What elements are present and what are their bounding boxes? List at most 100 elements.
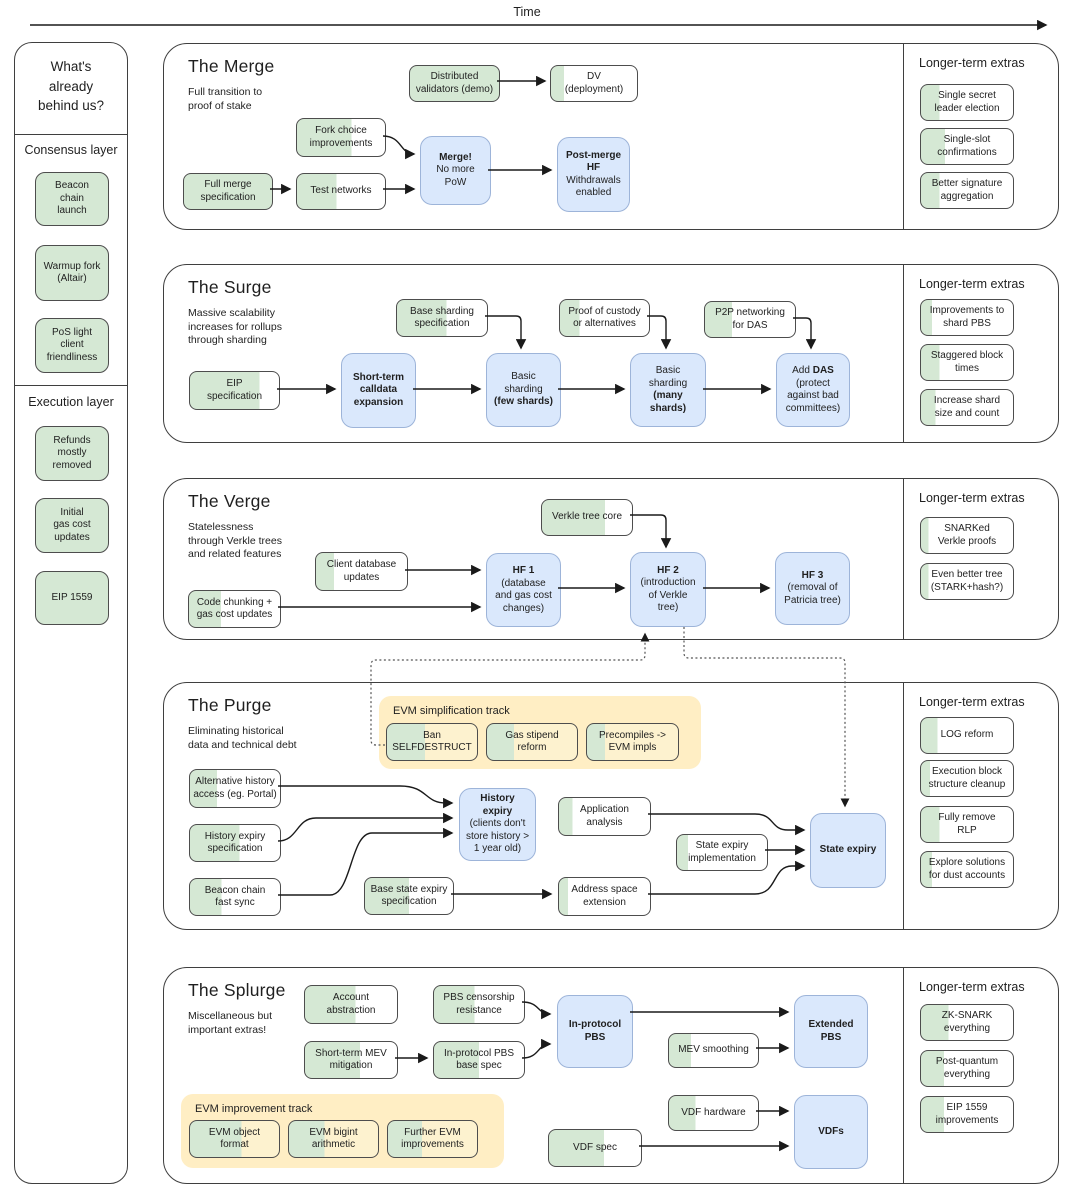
sidebar-title: What's already behind us? — [37, 59, 105, 114]
node-code-chunking-gas-cost: Code chunking + gas cost updates — [188, 590, 281, 628]
extra-snarked-verkle-proofs: SNARKed Verkle proofs — [920, 517, 1014, 554]
node-hf2: HF 2 (introduction of Verkle tree) — [630, 552, 706, 627]
extra-increase-shard-size-count: Increase shard size and count — [920, 389, 1014, 426]
node-refunds-mostly-removed: Refunds mostly removed — [35, 426, 109, 481]
node-evm-bigint-arithmetic: EVM bigint arithmetic — [288, 1120, 379, 1158]
node-address-space-extension: Address space extension — [558, 877, 651, 916]
extras-title: Longer-term extras — [919, 491, 1025, 505]
extra-zk-snark-everything: ZK-SNARK everything — [920, 1004, 1014, 1041]
node-precompiles-to-evm-impls: Precompiles -> EVM impls — [586, 723, 679, 761]
extras-title: Longer-term extras — [919, 980, 1025, 994]
node-add-das: Add DAS (protect against bad committees) — [776, 353, 850, 427]
section-title: The Splurge — [188, 980, 286, 1000]
extra-eip-1559-improvements: EIP 1559 improvements — [920, 1096, 1014, 1133]
node-beacon-chain-fast-sync: Beacon chain fast sync — [189, 878, 281, 916]
node-fork-choice-improvements: Fork choice improvements — [296, 118, 386, 157]
node-proof-of-custody: Proof of custody or alternatives — [559, 299, 650, 337]
extra-post-quantum-everything: Post-quantum everything — [920, 1050, 1014, 1087]
node-vdf-hardware: VDF hardware — [668, 1095, 759, 1131]
node-pbs-censorship-resistance: PBS censorship resistance — [433, 985, 525, 1024]
node-history-expiry: History expiry (clients don't store hist… — [459, 788, 536, 861]
node-hf1: HF 1 (database and gas cost changes) — [486, 553, 561, 627]
node-client-database-updates: Client database updates — [315, 552, 408, 591]
node-basic-sharding-many-shards: Basic sharding (many shards) — [630, 353, 706, 427]
divider — [15, 385, 127, 386]
extra-staggered-block-times: Staggered block times — [920, 344, 1014, 381]
node-application-analysis: Application analysis — [558, 797, 651, 836]
section-subtitle: Statelessness through Verkle trees and r… — [188, 521, 282, 561]
node-dv-deployment: DV (deployment) — [550, 65, 638, 102]
section-subtitle: Full transition to proof of stake — [188, 86, 263, 112]
execution-layer-label: Execution layer — [28, 395, 114, 409]
longer-term-extras: Longer-term extras ZK-SNARK everything P… — [903, 968, 1058, 1183]
node-merge-milestone: Merge! No more PoW — [420, 136, 491, 205]
node-vdf-spec: VDF spec — [548, 1129, 642, 1167]
section-the-surge: The Surge Massive scalability increases … — [163, 264, 1059, 443]
section-the-splurge: The Splurge Miscellaneous but important … — [163, 967, 1059, 1184]
extras-title: Longer-term extras — [919, 56, 1025, 70]
node-eip-specification: EIP specification — [189, 371, 280, 410]
node-test-networks: Test networks — [296, 173, 386, 210]
node-in-protocol-pbs-base-spec: In-protocol PBS base spec — [433, 1041, 525, 1079]
node-distributed-validators-demo: Distributed validators (demo) — [409, 65, 500, 102]
node-alternative-history-access: Alternative history access (eg. Portal) — [189, 769, 281, 808]
node-warmup-fork-altair: Warmup fork (Altair) — [35, 245, 109, 301]
node-mev-smoothing: MEV smoothing — [668, 1033, 759, 1068]
section-title: The Surge — [188, 277, 272, 297]
divider — [15, 134, 127, 135]
section-subtitle: Miscellaneous but important extras! — [188, 1010, 273, 1036]
node-verkle-tree-core: Verkle tree core — [541, 499, 633, 536]
node-further-evm-improvements: Further EVM improvements — [387, 1120, 478, 1158]
node-base-state-expiry-specification: Base state expiry specification — [364, 877, 454, 915]
longer-term-extras: Longer-term extras Improvements to shard… — [903, 265, 1058, 442]
section-title: The Merge — [188, 56, 275, 76]
extra-single-secret-leader-election: Single secret leader election — [920, 84, 1014, 121]
section-subtitle: Eliminating historical data and technica… — [188, 725, 297, 751]
node-p2p-networking-for-das: P2P networking for DAS — [704, 301, 796, 338]
node-short-term-mev-mitigation: Short-term MEV mitigation — [304, 1041, 398, 1079]
section-title: The Purge — [188, 695, 272, 715]
extra-even-better-tree: Even better tree (STARK+hash?) — [920, 563, 1014, 600]
node-gas-stipend-reform: Gas stipend reform — [486, 723, 578, 761]
longer-term-extras: Longer-term extras SNARKed Verkle proofs… — [903, 479, 1058, 639]
node-vdfs: VDFs — [794, 1095, 868, 1169]
node-eip-1559: EIP 1559 — [35, 571, 109, 625]
longer-term-extras: Longer-term extras LOG reform Execution … — [903, 683, 1058, 929]
node-short-term-calldata-expansion: Short-term calldata expansion — [341, 353, 416, 428]
node-in-protocol-pbs: In-protocol PBS — [557, 995, 633, 1068]
extra-execution-block-structure-cleanup: Execution block structure cleanup — [920, 760, 1014, 797]
node-history-expiry-specification: History expiry specification — [189, 824, 281, 862]
extras-title: Longer-term extras — [919, 695, 1025, 709]
longer-term-extras: Longer-term extras Single secret leader … — [903, 44, 1058, 229]
node-extended-pbs: Extended PBS — [794, 995, 868, 1068]
node-hf3: HF 3 (removal of Patricia tree) — [775, 552, 850, 625]
node-beacon-chain-launch: Beacon chain launch — [35, 172, 109, 226]
node-initial-gas-cost-updates: Initial gas cost updates — [35, 498, 109, 553]
consensus-layer-label: Consensus layer — [24, 143, 118, 157]
node-ban-selfdestruct: Ban SELFDESTRUCT — [386, 723, 478, 761]
extras-title: Longer-term extras — [919, 277, 1025, 291]
section-title: The Verge — [188, 491, 271, 511]
node-full-merge-specification: Full merge specification — [183, 173, 273, 210]
node-basic-sharding-few-shards: Basic sharding (few shards) — [486, 353, 561, 427]
node-base-sharding-specification: Base sharding specification — [396, 299, 488, 337]
time-axis-label: Time — [513, 5, 541, 19]
sidebar-behind-us: What's already behind us? Consensus laye… — [14, 42, 128, 1184]
extra-fully-remove-rlp: Fully remove RLP — [920, 806, 1014, 843]
section-subtitle: Massive scalability increases for rollup… — [188, 307, 282, 347]
section-the-verge: The Verge Statelessness through Verkle t… — [163, 478, 1059, 640]
node-post-merge-hf: Post-merge HF Withdrawals enabled — [557, 137, 630, 212]
node-state-expiry: State expiry — [810, 813, 886, 888]
extra-better-signature-aggregation: Better signature aggregation — [920, 172, 1014, 209]
section-the-merge: The Merge Full transition to proof of st… — [163, 43, 1059, 230]
extra-log-reform: LOG reform — [920, 717, 1014, 754]
node-state-expiry-implementation: State expiry implementation — [676, 834, 768, 871]
section-the-purge: The Purge Eliminating historical data an… — [163, 682, 1059, 930]
node-evm-object-format: EVM object format — [189, 1120, 280, 1158]
extra-improvements-to-shard-pbs: Improvements to shard PBS — [920, 299, 1014, 336]
node-account-abstraction: Account abstraction — [304, 985, 398, 1024]
node-pos-light-client-friendliness: PoS light client friendliness — [35, 318, 109, 373]
extra-single-slot-confirmations: Single-slot confirmations — [920, 128, 1014, 165]
track-title: EVM simplification track — [393, 705, 510, 717]
